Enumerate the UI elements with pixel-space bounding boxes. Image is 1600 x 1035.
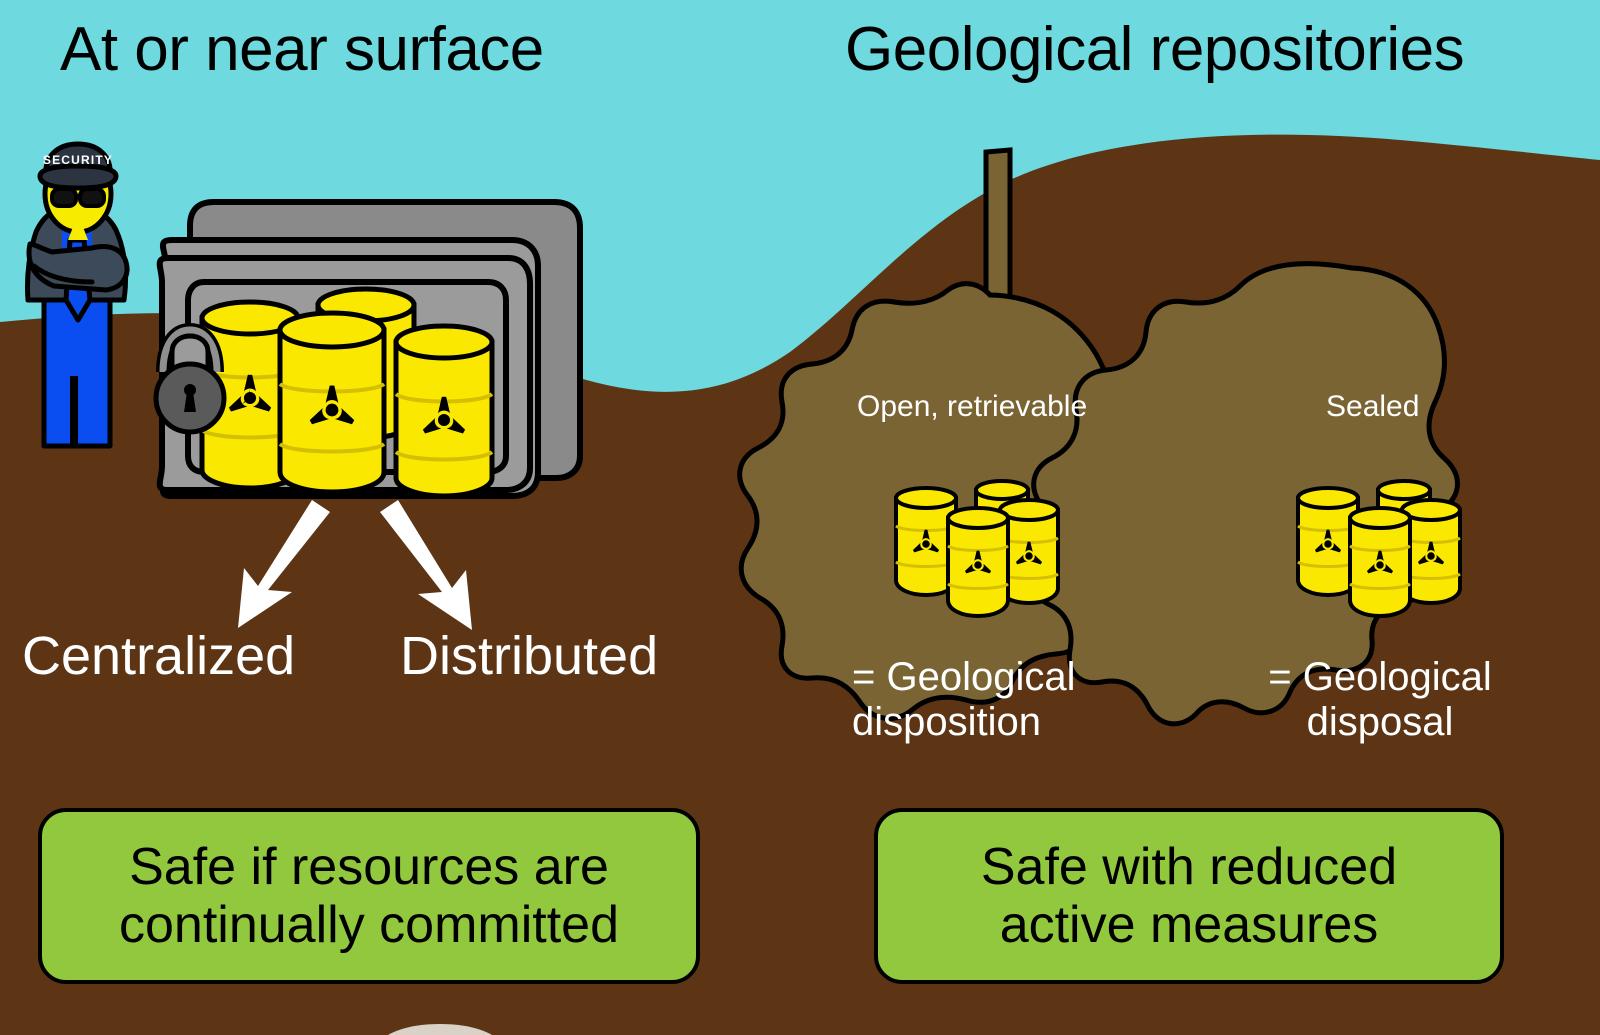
radioactive-trefoil-icon xyxy=(228,374,272,412)
cavern-label-sealed: Sealed xyxy=(1326,390,1420,423)
cavern-sealed xyxy=(1027,261,1460,727)
radioactive-trefoil-icon xyxy=(1015,541,1043,565)
radioactive-trefoil-icon xyxy=(912,529,940,553)
cavern-barrel xyxy=(894,486,958,598)
section-title-left: At or near surface xyxy=(60,15,544,84)
conclusion-box-right: Safe with reduced active measures xyxy=(874,808,1504,984)
cavern-barrel xyxy=(946,506,1010,619)
guard-chin xyxy=(68,214,88,240)
cavern-barrel xyxy=(1348,506,1412,619)
radioactive-trefoil-icon xyxy=(1314,529,1342,553)
guard-cap-brim xyxy=(37,163,119,191)
padlock-icon xyxy=(153,322,227,435)
vault-barrel-back-left xyxy=(199,299,301,491)
arrow-label-centralized: Centralized xyxy=(22,626,296,686)
arrow-distributed xyxy=(380,500,472,630)
guard-sunglasses xyxy=(50,187,106,208)
arrow-label-distributed: Distributed xyxy=(400,626,659,686)
radioactive-trefoil-icon xyxy=(964,550,992,574)
radioactive-trefoil-icon xyxy=(1417,541,1445,565)
guard-arm-crease xyxy=(31,263,95,285)
vault-barrel-front-center xyxy=(277,310,387,495)
equals-label-disposal: = Geological disposal xyxy=(1268,655,1492,744)
section-title-right: Geological repositories xyxy=(845,15,1465,84)
equals-label-disposition: = Geological disposition xyxy=(852,655,1076,744)
vault-barrel-group xyxy=(199,286,495,499)
barrel-group-sealed xyxy=(1296,479,1462,619)
guard-cap-text: SECURITY xyxy=(43,153,113,167)
barrel-group-open xyxy=(894,479,1060,619)
cavern-label-open: Open, retrievable xyxy=(857,390,1088,423)
arrow-centralized xyxy=(238,500,330,628)
radioactive-trefoil-icon xyxy=(422,396,466,434)
vault-barrel-front-right xyxy=(393,323,495,499)
guard-leg-gap xyxy=(70,376,78,446)
conclusion-box-left: Safe if resources are continually commit… xyxy=(38,808,700,984)
radioactive-trefoil-icon xyxy=(309,385,355,425)
radioactive-trefoil-icon xyxy=(1366,550,1394,574)
